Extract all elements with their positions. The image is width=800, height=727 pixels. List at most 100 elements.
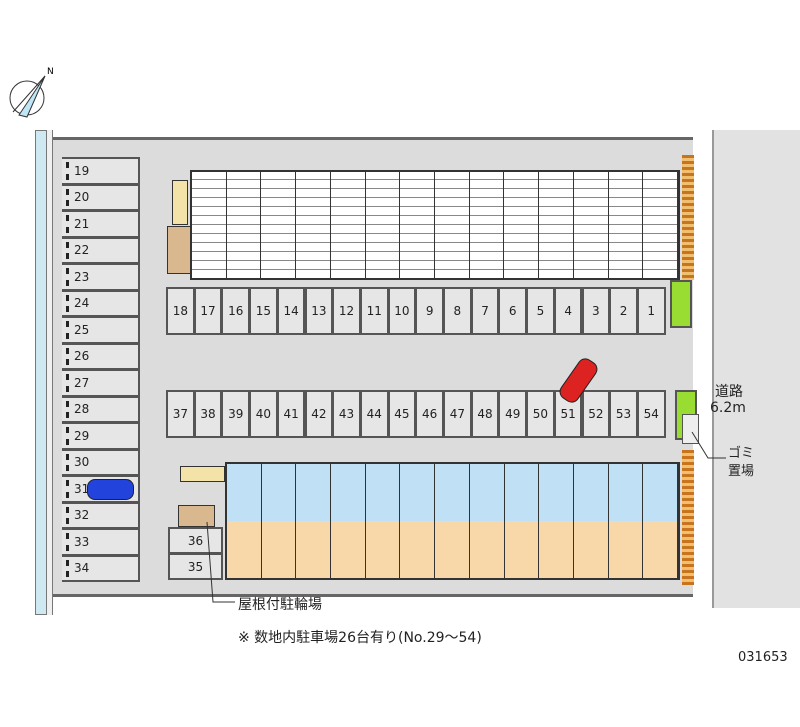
apartment-unit [366,464,401,578]
parking-slot: 41 [276,390,306,438]
apartment-unit [573,172,609,278]
parking-slot: 22 [62,236,140,264]
parking-slot: 34 [62,554,140,582]
green-area-north [670,280,692,328]
parking-slot: 3 [581,287,611,335]
parking-slot: 44 [359,390,389,438]
parking-slot: 49 [498,390,528,438]
compass-north-icon: N [9,67,54,118]
apartment-unit [609,464,644,578]
road-width-label: 6.2m [710,400,746,416]
apartment-unit [574,464,609,578]
parking-slot: 7 [470,287,500,335]
parking-slot: 11 [359,287,389,335]
parking-slot: 5 [526,287,555,335]
bicycle-shed-north [167,226,191,274]
parking-slot: 17 [193,287,223,335]
apartment-unit [435,464,470,578]
apartment-building-north [190,170,680,280]
parking-slot: 32 [62,501,140,529]
parking-slot: 42 [304,390,334,438]
parking-slot: 4 [553,287,583,335]
parking-slot: 50 [526,390,555,438]
parking-slot: 37 [166,390,195,438]
apartment-unit [505,464,540,578]
parking-slot: 13 [304,287,334,335]
fence-north [682,155,694,280]
apartment-unit [469,172,505,278]
parking-slot: 48 [470,390,500,438]
storage-north [172,180,188,225]
parking-slot: 40 [249,390,278,438]
parking-slot: 16 [221,287,251,335]
road [712,130,800,608]
parking-slot: 1 [636,287,666,335]
apartment-unit [539,464,574,578]
parking-slot: 12 [332,287,361,335]
covered-bicycle-parking [178,505,215,527]
parking-slot: 25 [62,316,140,344]
apartment-unit [192,172,227,278]
parking-slot: 46 [415,390,444,438]
parking-slot: 8 [443,287,472,335]
apartment-unit [539,172,574,278]
garbage-leader-line [691,431,726,459]
road-label: 道路 [715,384,743,400]
bicycle-parking-label: 屋根付駐輪場 [238,597,322,613]
apartment-unit [296,172,331,278]
parking-slot: 53 [609,390,638,438]
apartment-unit [400,172,436,278]
apartment-unit [227,464,262,578]
parking-slot: 47 [443,390,472,438]
parking-slot: 9 [415,287,444,335]
parking-slot: 45 [387,390,417,438]
apartment-unit [643,172,679,278]
apartment-unit [262,464,297,578]
sidewalk-strip [35,130,47,615]
apartment-unit [608,172,644,278]
parking-slot: 10 [387,287,417,335]
apartment-unit [400,464,436,578]
apartment-unit [261,172,297,278]
apartment-unit [330,172,366,278]
garbage-label-1: ゴミ [728,446,755,461]
svg-text:N: N [47,67,54,77]
parking-slot: 52 [581,390,611,438]
parking-slot: 43 [332,390,361,438]
parking-slot: 15 [249,287,278,335]
parking-slot: 28 [62,395,140,423]
parking-slot: 19 [62,157,140,185]
apartment-unit [470,464,505,578]
parking-slot: 14 [276,287,306,335]
parking-slot: 26 [62,342,140,370]
parking-slot: 29 [62,422,140,450]
apartment-unit [331,464,366,578]
parking-slot: 23 [62,263,140,291]
apartment-unit [226,172,262,278]
parking-slot: 24 [62,289,140,317]
parking-slot: 39 [221,390,251,438]
apartment-unit [643,464,678,578]
parking-slot: 35 [168,553,223,580]
map-id: 031653 [738,650,788,665]
parking-note: ※ 数地内駐車場26台有り(No.29～54) [238,630,482,646]
parking-slot: 20 [62,183,140,211]
parking-slot: 38 [193,390,223,438]
car-icon-blue [87,479,134,500]
parking-slot: 21 [62,210,140,238]
parking-slot: 36 [168,527,223,554]
garbage-label-2: 置場 [728,464,755,479]
parking-slot: 27 [62,369,140,397]
boundary-strip [47,130,53,615]
apartment-unit [504,172,540,278]
parking-slot: 18 [166,287,195,335]
apartment-unit [435,172,470,278]
storage-south [180,466,225,482]
parking-slot: 33 [62,528,140,556]
fence-south [682,450,694,585]
parking-slot: 54 [636,390,666,438]
bicycle-leader-line [206,521,235,603]
apartment-unit [296,464,332,578]
parking-slot: 2 [609,287,638,335]
apartment-unit [365,172,401,278]
